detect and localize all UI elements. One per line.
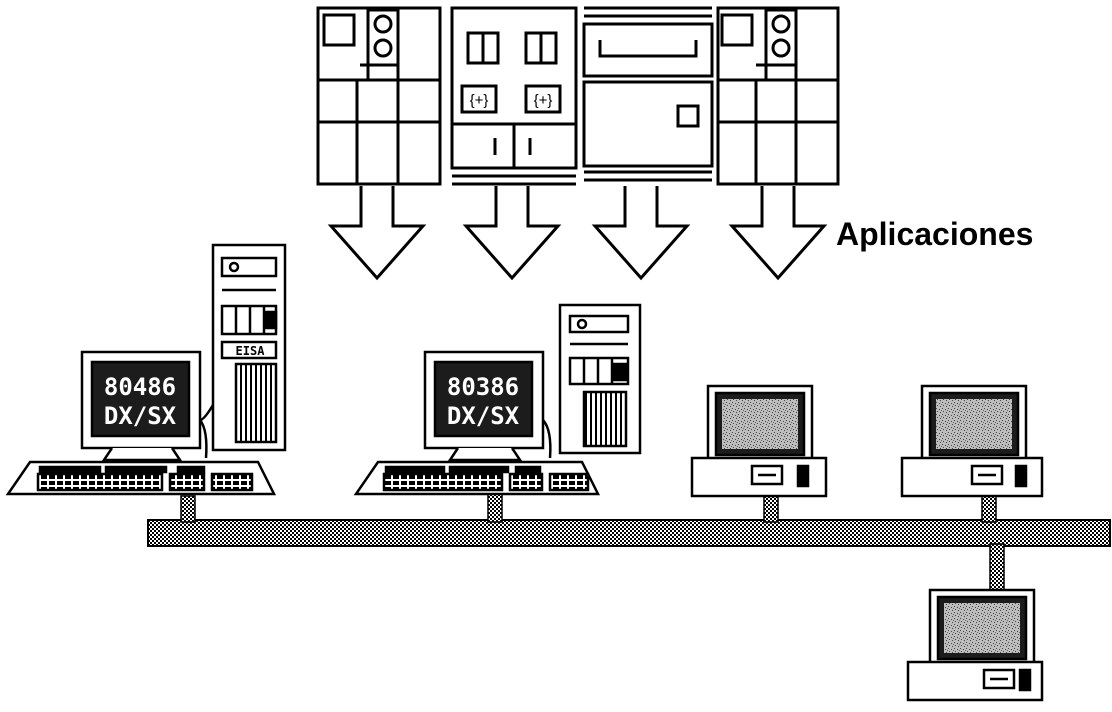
svg-text:{+}: {+} [534,92,553,109]
workstation-80386: 80386 DX/SX [356,305,640,494]
down-arrow-1 [331,186,423,278]
app-module-3 [584,8,712,180]
keyboard-2 [356,462,598,494]
app-module-4 [718,8,838,184]
terminal-1 [692,386,826,496]
terminal-2 [902,386,1042,496]
svg-text:{+}: {+} [470,92,489,109]
app-module-1 [318,8,440,184]
applications-label: Aplicaciones [836,216,1033,252]
network-bus [148,494,1110,592]
down-arrow-3 [595,186,687,278]
cpu-label-dxsx-1: DX/SX [104,402,177,430]
down-arrow-4 [732,186,824,278]
eisa-badge: EISA [236,344,266,358]
app-module-2: {+} {+} [452,8,576,184]
workstation-80486: EISA 80486 DX/SX [8,245,285,494]
tower-unit-2 [560,305,640,453]
cpu-label-80386: 80386 [447,373,519,401]
keyboard-1 [8,462,274,494]
cpu-label-dxsx-2: DX/SX [447,402,520,430]
cpu-label-80486: 80486 [104,373,176,401]
down-arrow-2 [466,186,558,278]
terminal-3 [908,590,1042,700]
